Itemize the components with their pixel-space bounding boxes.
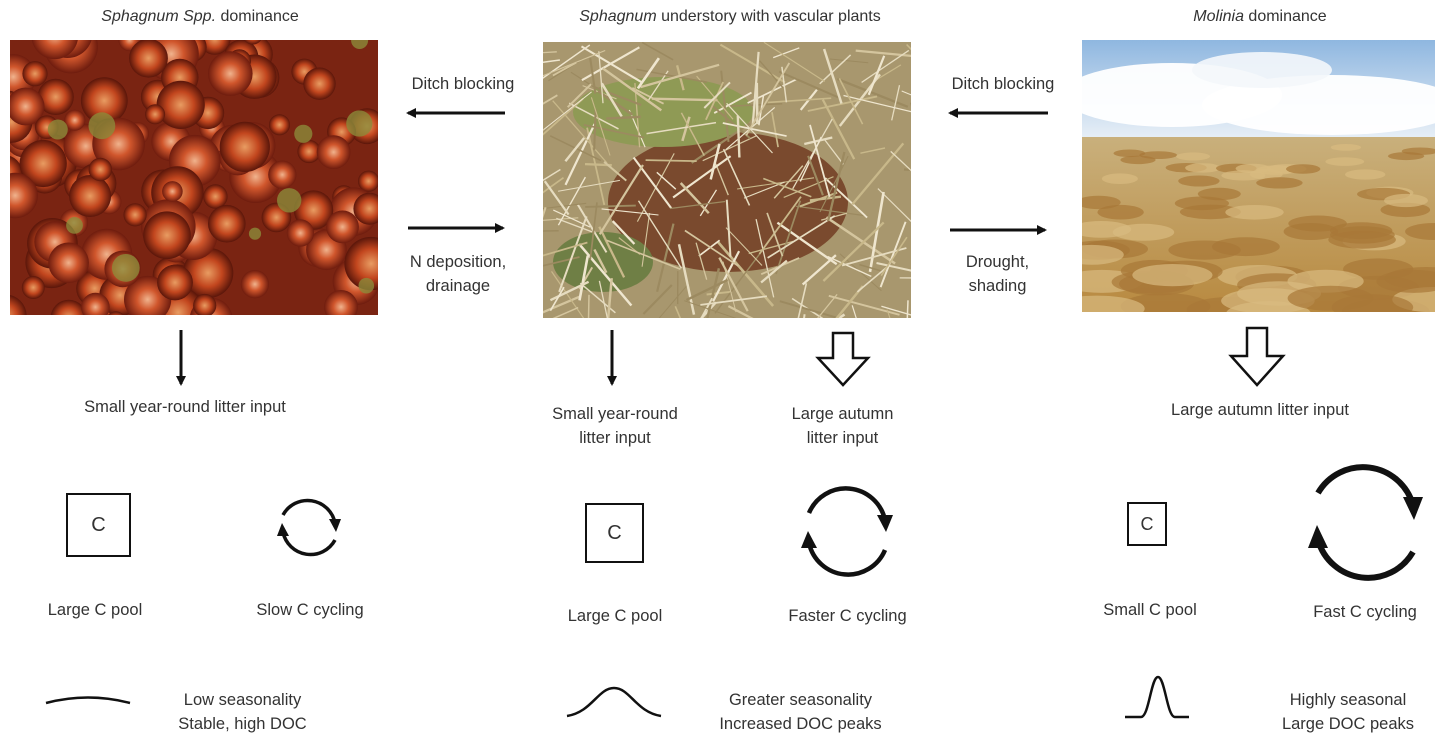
label-n-deposition: N deposition, drainage <box>388 250 528 298</box>
cycle-icon-fast <box>1308 467 1423 578</box>
label-pool-molinia: Small C pool <box>1080 598 1220 622</box>
cycle-icon-slow <box>277 500 341 554</box>
curve-low-seasonality <box>46 698 130 704</box>
label-cycling-sphagnum: Slow C cycling <box>225 598 395 622</box>
label-drought-shading: Drought, shading <box>935 250 1060 298</box>
label-litter-molinia: Large autumn litter input <box>1120 398 1400 422</box>
label-pool-sphagnum: Large C pool <box>20 598 170 622</box>
label-litter-small-understory: Small year-round litter input <box>520 402 710 450</box>
curve-greater-seasonality <box>567 688 661 716</box>
arrow-large-litter-2 <box>818 333 868 385</box>
arrow-large-litter-3 <box>1231 328 1283 385</box>
cycle-icon-faster <box>801 488 893 574</box>
label-seasonality-sphagnum: Low seasonality Stable, high DOC <box>150 688 335 736</box>
label-litter-large-understory: Large autumn litter input <box>755 402 930 450</box>
c-pool-box-large-1: C <box>66 493 131 557</box>
label-cycling-molinia: Fast C cycling <box>1290 600 1435 624</box>
label-seasonality-understory: Greater seasonality Increased DOC peaks <box>688 688 913 736</box>
c-pool-box-large-2: C <box>585 503 644 563</box>
c-pool-box-small: C <box>1127 502 1167 546</box>
label-seasonality-molinia: Highly seasonal Large DOC peaks <box>1262 688 1434 736</box>
curve-highly-seasonal <box>1125 677 1189 717</box>
label-cycling-understory: Faster C cycling <box>760 604 935 628</box>
label-pool-understory: Large C pool <box>540 604 690 628</box>
label-ditch-blocking-left: Ditch blocking <box>388 72 538 96</box>
label-ditch-blocking-right: Ditch blocking <box>928 72 1078 96</box>
label-litter-sphagnum: Small year-round litter input <box>30 395 340 419</box>
